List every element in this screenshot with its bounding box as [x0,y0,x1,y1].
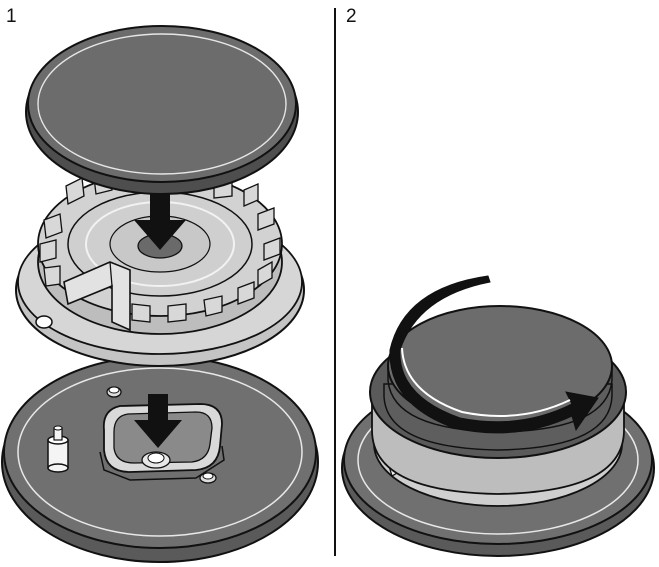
down-arrow-icon [134,394,182,448]
burner-cap [25,25,299,195]
panel-divider [334,8,336,556]
screw-right [199,472,217,484]
burner-crown [37,171,283,335]
down-arrow-icon [134,190,186,250]
step-number-1: 1 [6,6,17,27]
screw-left [106,386,122,398]
rotate-arrow-icon [389,275,599,434]
step-number-2: 2 [346,6,357,27]
igniter-electrode [47,425,69,473]
